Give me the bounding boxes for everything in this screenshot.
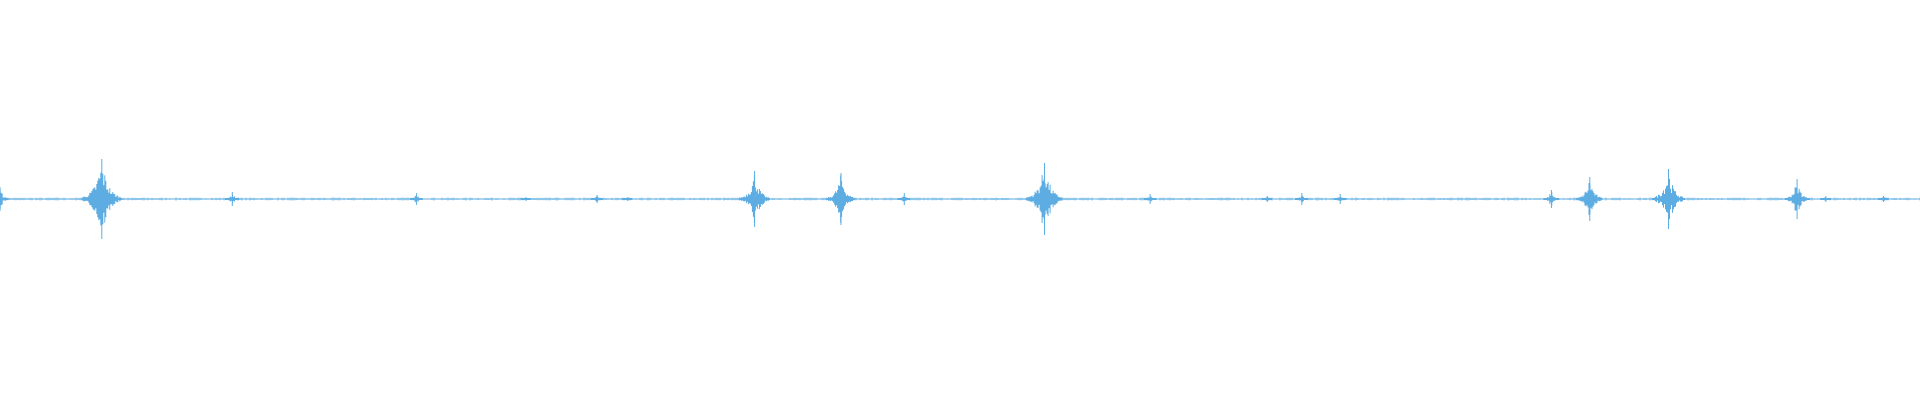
waveform-event: [1143, 194, 1157, 204]
waveform-event-burst: [1877, 196, 1889, 202]
waveform-event: [1576, 177, 1603, 221]
waveform-event: [738, 171, 770, 227]
waveform-event: [409, 193, 423, 205]
waveform-event: [225, 192, 239, 206]
waveform-event: [1784, 179, 1810, 219]
waveform-event: [1543, 190, 1560, 208]
waveform-event: [1877, 196, 1889, 202]
waveform-event-burst: [225, 192, 239, 206]
waveform-event-burst: [1543, 190, 1560, 208]
waveform-event: [1820, 196, 1832, 202]
waveform-event: [826, 173, 856, 225]
waveform-event-burst: [0, 187, 9, 211]
waveform-events: [0, 159, 1889, 239]
waveform-event-burst: [1333, 194, 1347, 204]
waveform-event-burst: [1143, 194, 1157, 204]
waveform-event-burst: [1294, 193, 1308, 205]
waveform-event-burst: [826, 173, 856, 225]
waveform-event-burst: [591, 195, 603, 203]
waveform-event: [1025, 163, 1063, 235]
waveform-event-burst: [1576, 177, 1603, 221]
waveform-event: [1294, 193, 1308, 205]
waveform-event-burst: [81, 159, 123, 239]
waveform-event: [1652, 169, 1685, 229]
waveform-event: [520, 197, 531, 201]
waveform-event-burst: [1025, 163, 1063, 235]
waveform-event-burst: [409, 193, 423, 205]
waveform-event: [0, 187, 9, 211]
waveform-event-burst: [738, 171, 770, 227]
waveform-event-burst: [897, 193, 911, 205]
waveform-event-burst: [1820, 196, 1832, 202]
waveform-event: [1333, 194, 1347, 204]
waveform-event-burst: [520, 197, 531, 201]
waveform-event: [622, 197, 633, 201]
waveform-event: [897, 193, 911, 205]
waveform-event-burst: [1652, 169, 1685, 229]
waveform-event: [591, 195, 603, 203]
waveform-event: [81, 159, 123, 239]
waveform-event-burst: [622, 197, 633, 201]
waveform-event-burst: [1784, 179, 1810, 219]
waveform-event-burst: [1261, 196, 1273, 202]
waveform-noise: [0, 197, 1920, 201]
waveform-event: [1261, 196, 1273, 202]
